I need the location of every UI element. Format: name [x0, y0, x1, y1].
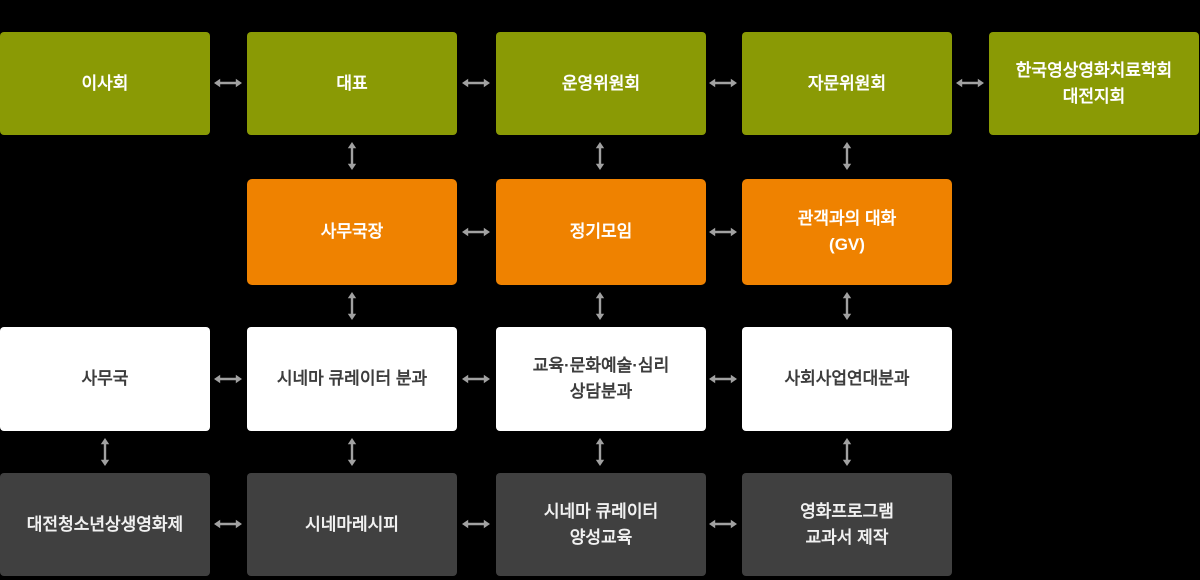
- connector-arrow-horizontal-icon: [708, 373, 738, 385]
- connector-arrow-horizontal-icon: [461, 518, 491, 530]
- node-film-program-textbook-production: 영화프로그램 교과서 제작: [742, 473, 952, 576]
- connector-arrow-horizontal-icon: [708, 77, 738, 89]
- node-regular-meeting: 정기모임: [496, 179, 706, 285]
- node-education-culture-arts-psychology-counseling-division: 교육·문화예술·심리 상담분과: [496, 327, 706, 431]
- connector-arrow-horizontal-icon: [213, 518, 243, 530]
- connector-arrow-vertical-icon: [346, 291, 358, 321]
- connector-arrow-vertical-icon: [594, 291, 606, 321]
- node-representative: 대표: [247, 32, 457, 135]
- connector-arrow-vertical-icon: [346, 437, 358, 467]
- node-secretariat: 사무국: [0, 327, 210, 431]
- connector-arrow-horizontal-icon: [955, 77, 985, 89]
- connector-arrow-vertical-icon: [841, 291, 853, 321]
- node-kaift-daejeon-branch: 한국영상영화치료학회 대전지회: [989, 32, 1199, 135]
- node-advisory-committee: 자문위원회: [742, 32, 952, 135]
- connector-arrow-vertical-icon: [346, 141, 358, 171]
- node-cinema-recipe: 시네마레시피: [247, 473, 457, 576]
- node-audience-talk-gv: 관객과의 대화 (GV): [742, 179, 952, 285]
- node-daejeon-youth-film-festival: 대전청소년상생영화제: [0, 473, 210, 576]
- node-board-of-directors: 이사회: [0, 32, 210, 135]
- connector-arrow-horizontal-icon: [461, 77, 491, 89]
- connector-arrow-vertical-icon: [841, 141, 853, 171]
- connector-arrow-horizontal-icon: [708, 226, 738, 238]
- connector-arrow-horizontal-icon: [708, 518, 738, 530]
- node-social-work-solidarity-division: 사회사업연대분과: [742, 327, 952, 431]
- connector-arrow-horizontal-icon: [461, 226, 491, 238]
- connector-arrow-vertical-icon: [594, 437, 606, 467]
- node-secretary-general: 사무국장: [247, 179, 457, 285]
- connector-arrow-vertical-icon: [99, 437, 111, 467]
- node-cinema-curator-training: 시네마 큐레이터 양성교육: [496, 473, 706, 576]
- connector-arrow-horizontal-icon: [461, 373, 491, 385]
- connector-arrow-vertical-icon: [594, 141, 606, 171]
- connector-arrow-horizontal-icon: [213, 373, 243, 385]
- connector-arrow-vertical-icon: [841, 437, 853, 467]
- connector-arrow-horizontal-icon: [213, 77, 243, 89]
- node-steering-committee: 운영위원회: [496, 32, 706, 135]
- node-cinema-curator-division: 시네마 큐레이터 분과: [247, 327, 457, 431]
